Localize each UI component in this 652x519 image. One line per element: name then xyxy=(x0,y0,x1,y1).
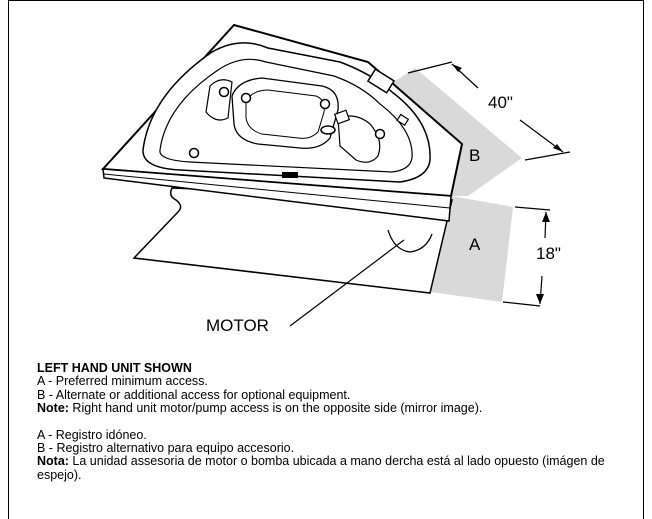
control-button xyxy=(396,113,410,127)
overflow-plate xyxy=(333,109,351,125)
jet-3 xyxy=(319,98,331,110)
note-es-label: Nota: xyxy=(37,454,69,469)
note-es-note: Nota: La unidad assesoria de motor o bom… xyxy=(37,455,637,482)
figure-frame xyxy=(8,0,644,519)
access-zone-a xyxy=(430,196,513,302)
control-panel xyxy=(366,68,396,94)
note-en-note: Note: Right hand unit motor/pump access … xyxy=(37,402,637,415)
dim-18-label: 18" xyxy=(536,244,561,263)
notes-block: LEFT HAND UNIT SHOWN A - Preferred minim… xyxy=(37,361,637,482)
motor-label: MOTOR xyxy=(206,316,269,335)
jet-2 xyxy=(240,92,252,104)
drain xyxy=(320,125,336,135)
zone-a-label: A xyxy=(469,235,481,254)
access-zone-b xyxy=(392,68,522,196)
note-es-text: La unidad assesoria de motor o bomba ubi… xyxy=(37,454,605,482)
seat-inner xyxy=(245,89,325,139)
zone-b-label: B xyxy=(469,146,481,165)
motor-hatch xyxy=(387,229,433,253)
tub-apron xyxy=(132,187,453,294)
note-es-a: A - Registro idóneo. xyxy=(37,427,147,442)
note-en-text: Right hand unit motor/pump access is on … xyxy=(68,401,483,416)
armrest-right xyxy=(337,115,381,163)
notes-heading: LEFT HAND UNIT SHOWN xyxy=(37,361,192,375)
note-en-label: Note: xyxy=(37,401,69,416)
dim-40-label: 40" xyxy=(488,93,513,112)
seat-contour xyxy=(231,77,339,149)
note-en-a: A - Preferred minimum access. xyxy=(37,374,208,389)
jet-4 xyxy=(374,128,386,140)
jet-1 xyxy=(218,86,230,98)
front-control xyxy=(282,172,298,178)
note-es-b: B - Registro alternativo para equipo acc… xyxy=(37,441,295,456)
jet-5 xyxy=(188,147,200,159)
armrest-left xyxy=(205,79,233,121)
motor-leader xyxy=(289,239,405,327)
note-en-b: B - Alternate or additional access for o… xyxy=(37,387,351,402)
